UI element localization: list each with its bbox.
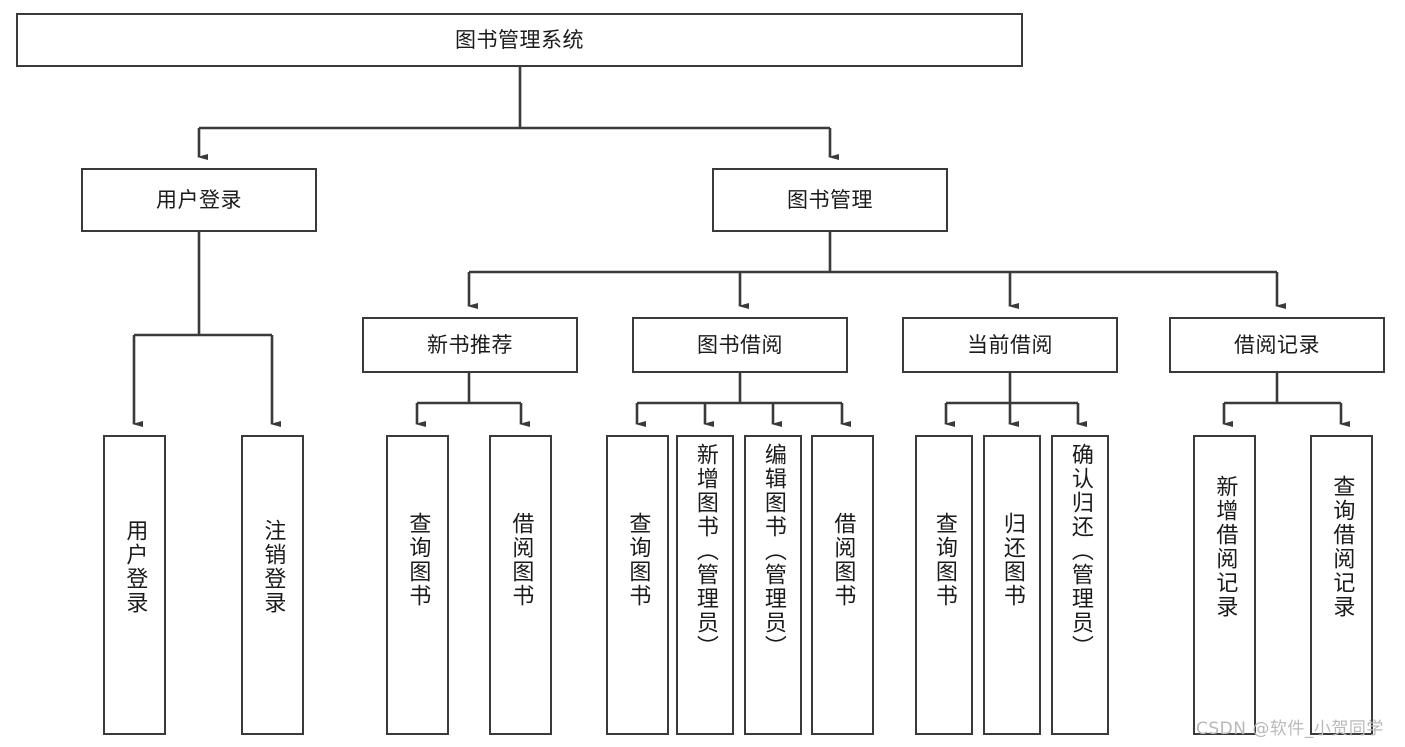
- node-label: 确认归还（管理员）: [1067, 443, 1093, 659]
- node-label: 借阅图书: [830, 512, 856, 608]
- node-current-borrow[interactable]: 当前借阅: [902, 317, 1118, 373]
- node-label: 图书借阅: [697, 332, 783, 357]
- leaf-query-record[interactable]: 查询借阅记录: [1310, 435, 1373, 735]
- csdn-watermark: CSDN @软件_小贺同学: [1196, 719, 1384, 739]
- node-label: 新书推荐: [427, 332, 513, 357]
- node-root-system[interactable]: 图书管理系统: [16, 13, 1023, 67]
- node-user-login[interactable]: 用户登录: [81, 168, 317, 232]
- node-label: 用户登录: [156, 187, 242, 212]
- node-book-borrow[interactable]: 图书借阅: [632, 317, 848, 373]
- node-label: 查询借阅记录: [1329, 475, 1355, 619]
- leaf-query-book-3[interactable]: 查询图书: [915, 435, 973, 735]
- node-label: 图书管理: [787, 187, 873, 212]
- node-label: 新增借阅记录: [1212, 475, 1238, 619]
- node-label: 图书管理系统: [455, 27, 584, 52]
- node-label: 归还图书: [999, 512, 1025, 608]
- node-label: 编辑图书（管理员）: [760, 443, 786, 659]
- leaf-confirm-return[interactable]: 确认归还（管理员）: [1051, 435, 1109, 735]
- node-book-manage[interactable]: 图书管理: [712, 168, 948, 232]
- node-label: 新增图书（管理员）: [692, 443, 718, 659]
- leaf-borrow-book-2[interactable]: 借阅图书: [811, 435, 874, 735]
- leaf-add-book[interactable]: 新增图书（管理员）: [676, 435, 734, 735]
- leaf-edit-book[interactable]: 编辑图书（管理员）: [744, 435, 802, 735]
- leaf-user-logout[interactable]: 注销登录: [241, 435, 304, 735]
- node-label: 借阅图书: [508, 512, 534, 608]
- node-new-book-recommend[interactable]: 新书推荐: [362, 317, 578, 373]
- node-label: 查询图书: [931, 512, 957, 608]
- node-label: 借阅记录: [1234, 332, 1320, 357]
- node-label: 查询图书: [625, 512, 651, 608]
- leaf-return-book[interactable]: 归还图书: [983, 435, 1041, 735]
- node-label: 查询图书: [405, 512, 431, 608]
- leaf-add-record[interactable]: 新增借阅记录: [1193, 435, 1256, 735]
- node-label: 用户登录: [122, 519, 148, 615]
- leaf-user-login[interactable]: 用户登录: [103, 435, 166, 735]
- node-borrow-record[interactable]: 借阅记录: [1169, 317, 1385, 373]
- leaf-query-book-1[interactable]: 查询图书: [386, 435, 449, 735]
- leaf-borrow-book-1[interactable]: 借阅图书: [489, 435, 552, 735]
- node-label: 注销登录: [260, 519, 286, 615]
- node-label: 当前借阅: [967, 332, 1053, 357]
- leaf-query-book-2[interactable]: 查询图书: [606, 435, 669, 735]
